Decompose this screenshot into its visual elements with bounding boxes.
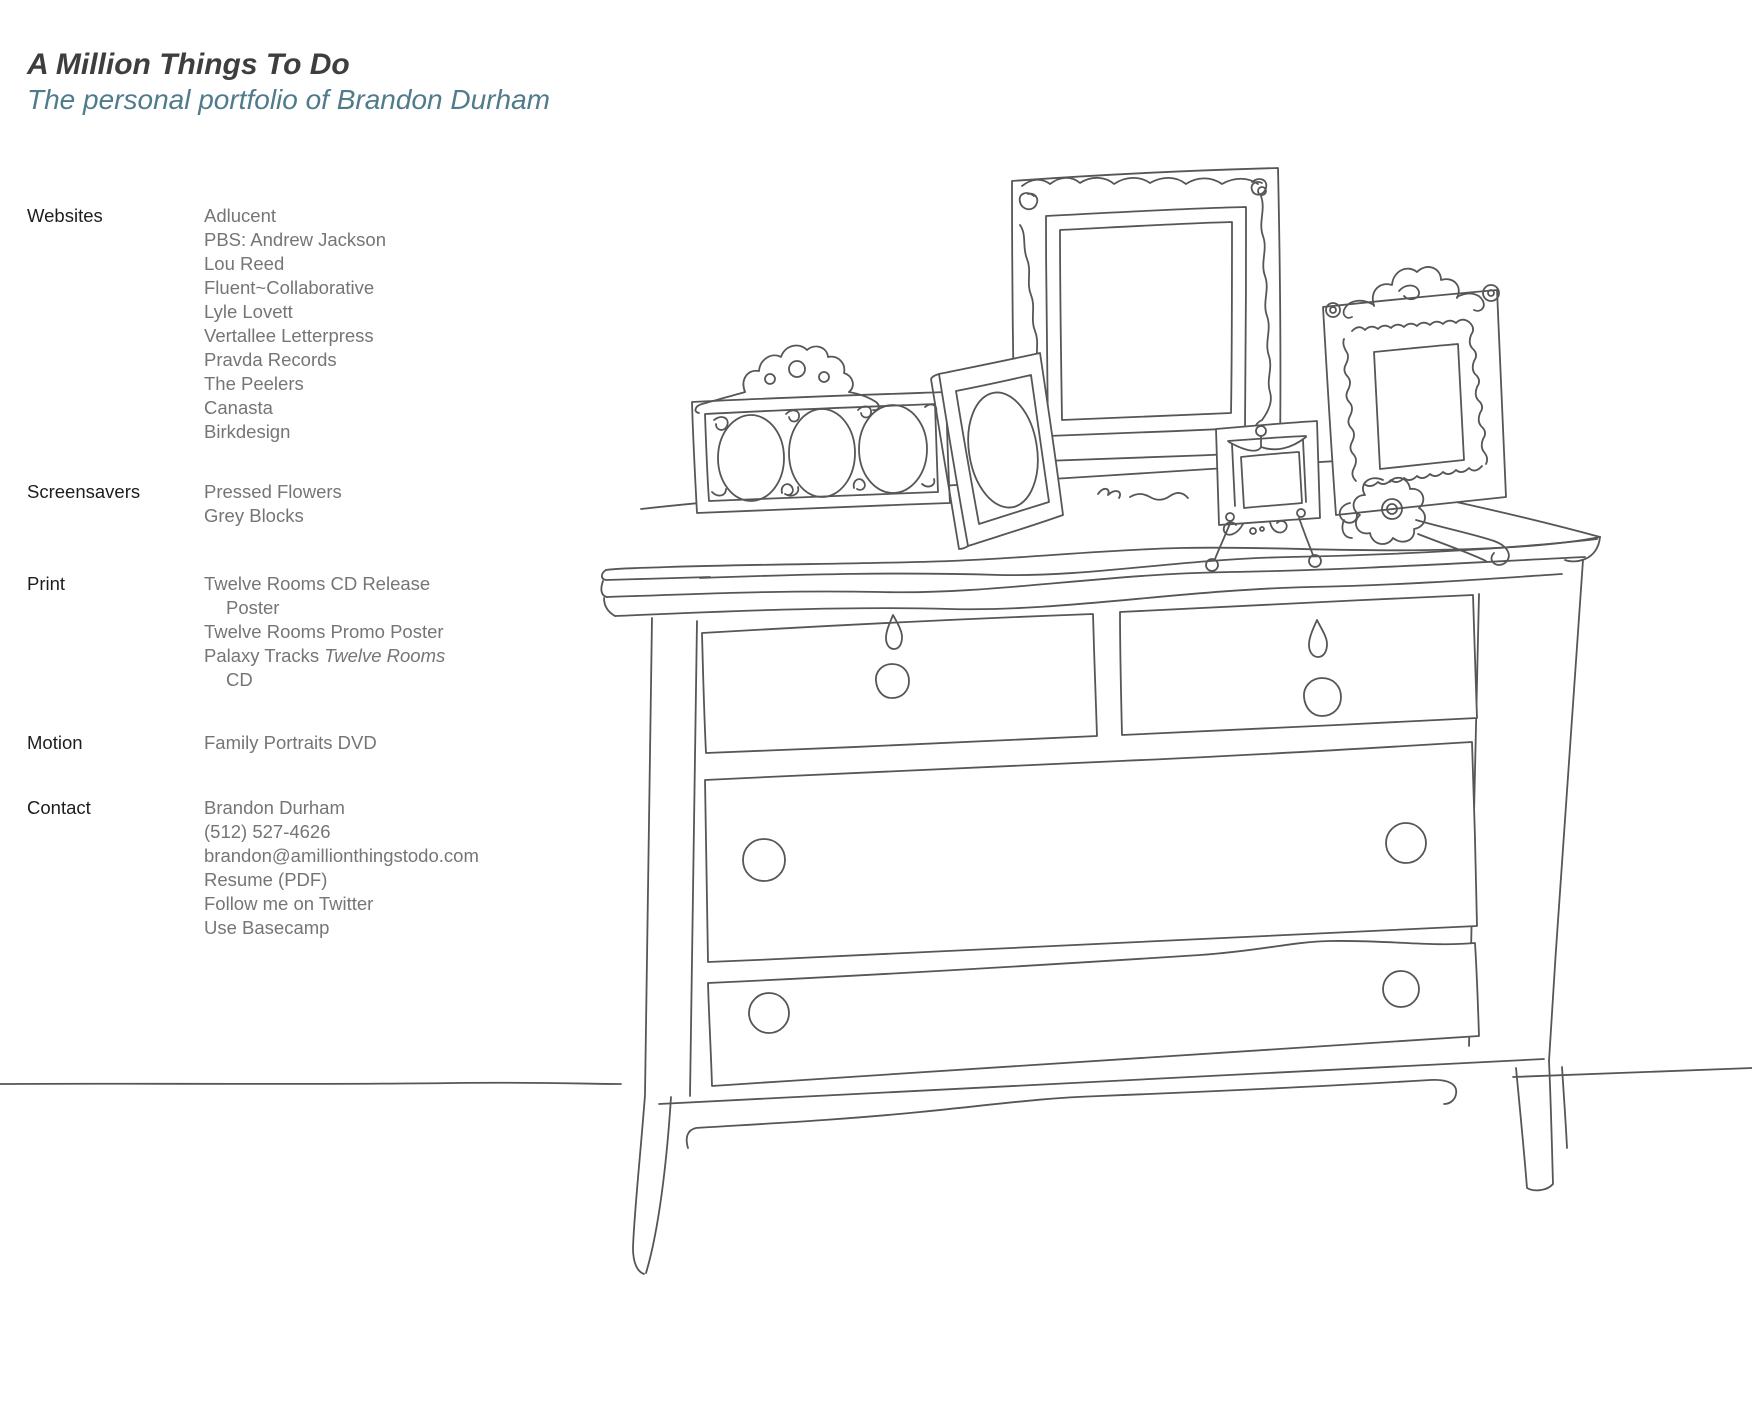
nav-link-adlucent[interactable]: Adlucent xyxy=(204,205,276,226)
nav-link-lyle-lovett[interactable]: Lyle Lovett xyxy=(204,301,293,322)
keyhole-right xyxy=(1308,619,1328,658)
dresser-top-front-edge xyxy=(605,536,1601,571)
knob xyxy=(1303,677,1342,717)
keyhole-left xyxy=(885,614,903,650)
nav-link-pbs-andrew-jackson[interactable]: PBS: Andrew Jackson xyxy=(204,229,387,250)
header: A Million Things To Do The personal port… xyxy=(27,48,550,116)
nav-link-brandon-durham: Brandon Durham xyxy=(204,797,345,818)
hanging-cord xyxy=(1260,195,1272,421)
knob xyxy=(742,838,786,882)
nav-section-label-contact: Contact xyxy=(27,797,91,818)
knob xyxy=(875,663,910,699)
nav-link-use-basecamp[interactable]: Use Basecamp xyxy=(204,917,330,938)
drawer-bottom xyxy=(707,940,1480,1087)
nav-link-vertallee-letterpress[interactable]: Vertallee Letterpress xyxy=(204,325,374,346)
nav-link-follow-me-on-twitter[interactable]: Follow me on Twitter xyxy=(204,893,374,914)
scroll-base xyxy=(1338,476,1510,566)
nav-link-pravda-records[interactable]: Pravda Records xyxy=(204,349,337,370)
leg-left xyxy=(632,1094,646,1275)
knob xyxy=(748,992,790,1034)
floor-line xyxy=(0,1067,1752,1085)
frame-oval-portrait xyxy=(930,352,1064,550)
nav-link-twelve-rooms-promo-poster[interactable]: Twelve Rooms Promo Poster xyxy=(204,621,444,642)
nav-link-pressed-flowers[interactable]: Pressed Flowers xyxy=(204,481,342,502)
crown-ornament xyxy=(1342,266,1485,319)
nav-link-fluent-collaborative[interactable]: Fluent~Collaborative xyxy=(204,277,375,298)
easel-legs xyxy=(1205,517,1322,572)
dresser xyxy=(600,443,1601,1275)
apron xyxy=(685,1079,1458,1149)
frame-leaning-ornate xyxy=(1322,266,1510,566)
nav-link-lou-reed[interactable]: Lou Reed xyxy=(204,253,285,274)
site-title: A Million Things To Do xyxy=(27,48,350,81)
drawer-middle xyxy=(704,741,1478,963)
drawer-top-right xyxy=(1119,594,1478,736)
frame-small-easel xyxy=(1205,420,1322,572)
knob xyxy=(1382,970,1420,1008)
nav-link-the-peelers[interactable]: The Peelers xyxy=(204,373,304,394)
nav-items-motion: Family Portraits DVD xyxy=(204,731,544,755)
frame-triple-oval xyxy=(691,344,951,514)
nav-link-family-portraits-dvd[interactable]: Family Portraits DVD xyxy=(204,732,377,753)
nav-section-label-print: Print xyxy=(27,573,66,594)
drawer-top-left xyxy=(701,613,1098,754)
leg-right xyxy=(1515,1060,1554,1192)
crown-ornament xyxy=(694,344,880,414)
nav-link-resume-pdf[interactable]: Resume (PDF) xyxy=(204,869,328,890)
nav-link-512-527-4626: (512) 527-4626 xyxy=(204,821,331,842)
frame-large-ornate xyxy=(1011,167,1282,463)
nav-link-grey-blocks[interactable]: Grey Blocks xyxy=(204,505,304,526)
site-subtitle: The personal portfolio of Brandon Durham xyxy=(27,84,550,115)
nav-section-label-screensavers: Screensavers xyxy=(27,481,141,502)
knob xyxy=(1385,822,1427,864)
nav-link-birkdesign[interactable]: Birkdesign xyxy=(204,421,291,442)
nav-link-brandon-amillionthingstodo-com[interactable]: brandon@amillionthingstodo.com xyxy=(204,845,479,866)
nav-items-contact: Brandon Durham (512) 527-4626 brandon@amil… xyxy=(204,796,544,940)
tabletop-squiggle xyxy=(1097,487,1189,501)
nav-link-canasta[interactable]: Canasta xyxy=(204,397,273,418)
nav-section-label-motion: Motion xyxy=(27,732,83,753)
nav-section-label-websites: Websites xyxy=(27,205,103,226)
